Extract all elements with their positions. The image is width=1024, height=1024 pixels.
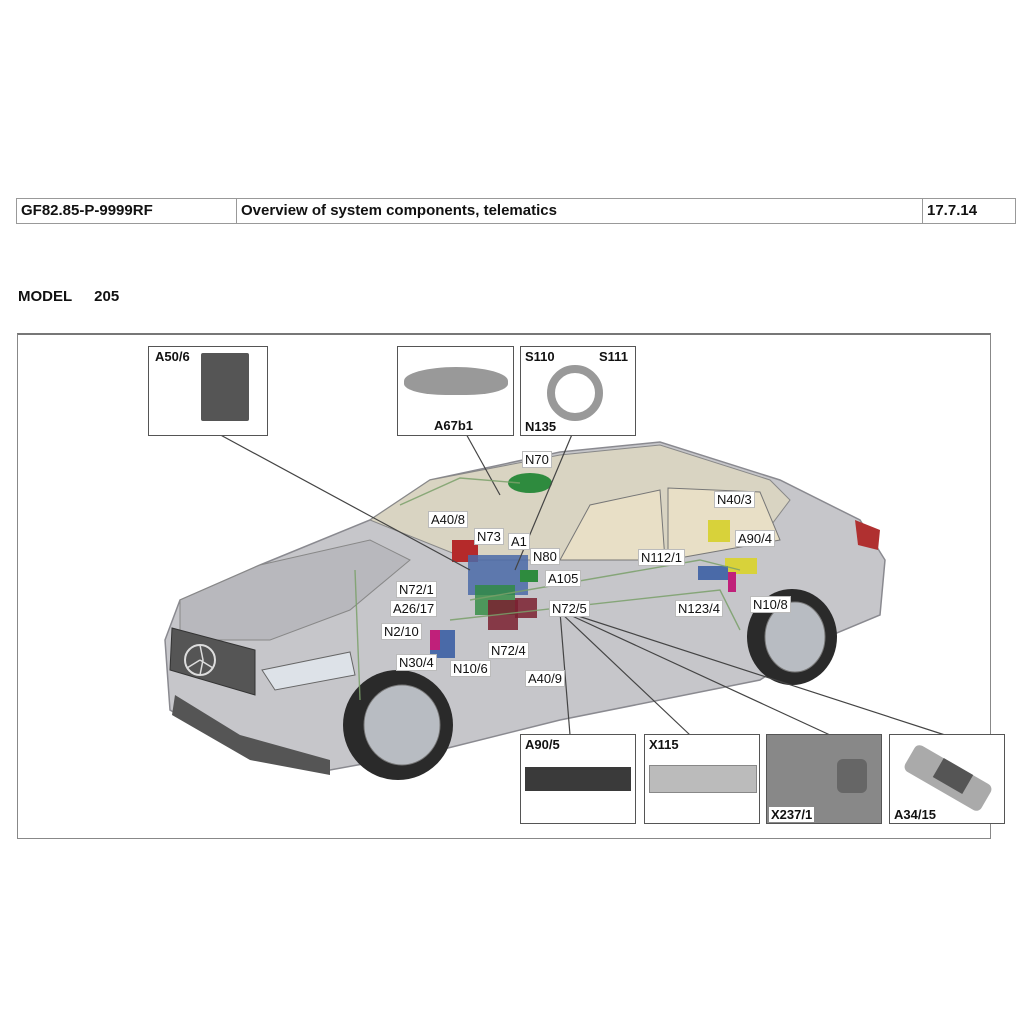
label-x115: X115 (647, 737, 681, 752)
doc-date: 17.7.14 (927, 202, 978, 219)
callout-n30-4: N30/4 (396, 654, 437, 671)
label-a90-5: A90/5 (523, 737, 562, 752)
x237-1-socket-icon (837, 759, 867, 793)
callout-n10-6: N10/6 (450, 660, 491, 677)
callout-a40-9: A40/9 (525, 670, 565, 687)
inset-a50-6: A50/6 (148, 346, 268, 436)
steering-wheel-icon (547, 365, 603, 421)
doc-title: Overview of system components, telematic… (237, 199, 923, 223)
label-x237-1: X237/1 (769, 807, 815, 822)
callout-a1: A1 (508, 533, 530, 550)
callout-n2-10: N2/10 (381, 623, 422, 640)
label-s110: S110 (523, 349, 557, 364)
n70-component (508, 473, 552, 493)
callout-n112-1: N112/1 (638, 549, 685, 566)
label-s111: S111 (597, 349, 630, 364)
model-value: 205 (94, 288, 120, 305)
label-a67b1: A67b1 (432, 418, 476, 433)
inset-x115: X115 (644, 734, 760, 824)
inset-a34-15: A34/15 (889, 734, 1005, 824)
a90-4-component (725, 558, 757, 574)
rearview-mirror-icon (404, 367, 508, 395)
callout-a40-8: A40/8 (428, 511, 468, 528)
a90-5-panel-icon (525, 767, 631, 791)
callout-n40-3: N40/3 (714, 491, 755, 508)
doc-id: GF82.85-P-9999RF (17, 199, 237, 223)
callout-n73: N73 (474, 528, 504, 545)
n40-3-component (708, 520, 730, 542)
inset-steering-wheel: S110 S111 N135 (520, 346, 636, 436)
inset-a90-5: A90/5 (520, 734, 636, 824)
callout-n123-4: N123/4 (675, 600, 723, 617)
callout-n72-1: N72/1 (396, 581, 437, 598)
inset-a67b1: A67b1 (397, 346, 514, 436)
document-header: GF82.85-P-9999RF Overview of system comp… (16, 198, 1016, 224)
callout-n70: N70 (522, 451, 552, 468)
diagram-frame (17, 333, 991, 839)
callout-a105: A105 (545, 570, 582, 587)
callout-a26-17: A26/17 (390, 600, 438, 617)
x115-usb-port-icon (649, 765, 757, 793)
label-a50-6: A50/6 (153, 349, 192, 364)
callout-n10-8: N10/8 (750, 596, 791, 613)
callout-n72-5: N72/5 (549, 600, 590, 617)
callout-n72-4: N72/4 (488, 642, 529, 659)
label-a34-15: A34/15 (892, 807, 938, 822)
callout-n80: N80 (530, 548, 560, 565)
inset-x237-1: X237/1 (766, 734, 882, 824)
model-label: MODEL (18, 288, 73, 305)
label-n135: N135 (523, 419, 559, 434)
model-line: MODEL 205 (18, 288, 141, 305)
a50-6-module-icon (201, 353, 249, 421)
callout-a90-4: A90/4 (735, 530, 775, 547)
